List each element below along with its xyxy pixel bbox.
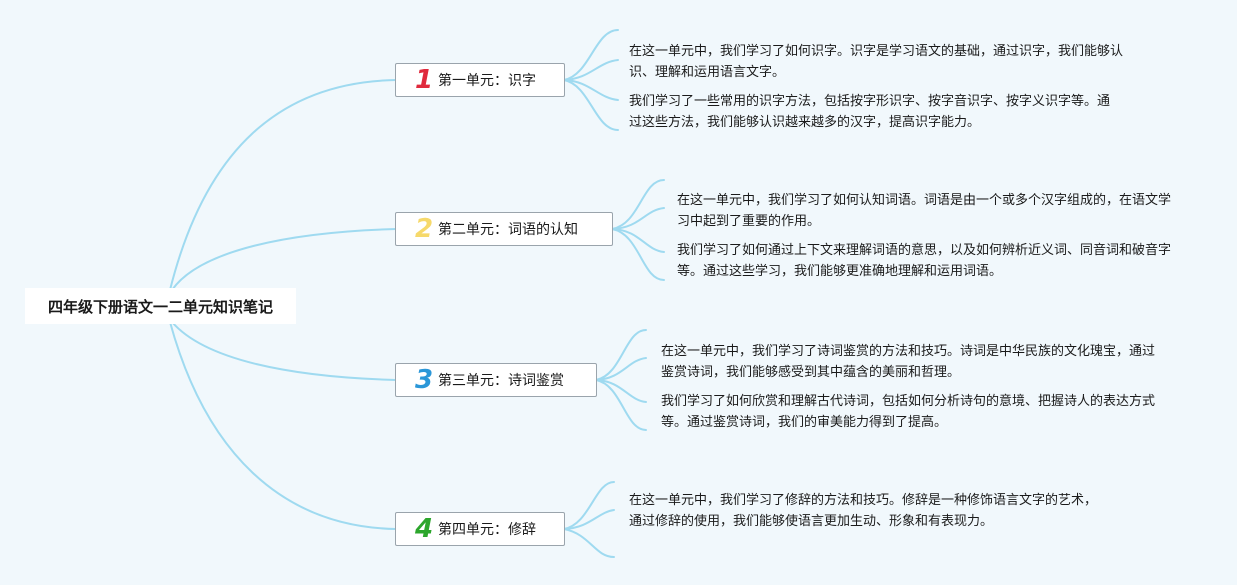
unit-4-node[interactable]: 4 第四单元：修辞 (395, 512, 565, 546)
link-root-unit2 (171, 228, 397, 291)
unit-3-note-1: 在这一单元中，我们学习了诗词鉴赏的方法和技巧。诗词是中华民族的文化瑰宝，通过鉴赏… (661, 344, 1156, 380)
unit-4-note-1: 在这一单元中，我们学习了修辞的方法和技巧。修辞是一种修饰语言文字的艺术，通过修辞… (629, 493, 1098, 529)
unit-1-note-2: 我们学习了一些常用的识字方法，包括按字形识字、按字音识字、按字义识字等。通过这些… (629, 94, 1111, 130)
link-unit4-note3 (563, 528, 615, 558)
link-unit2-note4 (611, 228, 665, 281)
unit-1-note-1: 在这一单元中，我们学习了如何识字。识字是学习语文的基础，通过识字，我们能够认识、… (629, 44, 1124, 80)
unit-2-label: 第二单元：词语的认知 (438, 222, 578, 238)
unit-1-node[interactable]: 1 第一单元：识字 (395, 63, 565, 97)
unit-3-node[interactable]: 3 第三单元：诗词鉴赏 (395, 363, 597, 397)
link-unit1-note4 (563, 79, 619, 131)
link-unit1-note2 (563, 59, 619, 81)
link-root-unit1 (169, 79, 397, 291)
unit-2-note-1: 在这一单元中，我们学习了如何认知词语。词语是由一个或多个汉字组成的，在语文学习中… (677, 193, 1172, 229)
link-unit3-note1 (595, 329, 647, 381)
unit-2-number-icon: 2 (414, 214, 434, 244)
unit-4-number-icon: 4 (414, 514, 434, 544)
root-topic[interactable]: 四年级下册语文一二单元知识笔记 (25, 288, 296, 324)
link-unit4-note1 (563, 481, 615, 530)
link-unit2-note3 (611, 228, 665, 253)
root-title: 四年级下册语文一二单元知识笔记 (47, 297, 273, 316)
unit-2-note-2: 我们学习了如何通过上下文来理解词语的意思，以及如何辨析近义词、同音词和破音字等。… (677, 243, 1172, 279)
unit-2-node[interactable]: 2 第二单元：词语的认知 (395, 212, 613, 246)
unit-1-label: 第一单元：识字 (438, 73, 536, 89)
unit-1-number-icon: 1 (414, 65, 434, 95)
unit-3-label: 第三单元：诗词鉴赏 (438, 373, 564, 389)
link-unit2-note1 (611, 179, 665, 230)
link-unit2-note2 (611, 207, 665, 230)
unit-3-note-2: 我们学习了如何欣赏和理解古代诗词，包括如何分析诗句的意境、把握诗人的表达方式等。… (661, 394, 1156, 430)
link-unit3-note2 (595, 357, 647, 381)
link-unit4-note2 (563, 509, 615, 530)
link-unit1-note1 (563, 29, 619, 81)
link-unit1-note3 (563, 79, 619, 101)
link-unit3-note4 (595, 379, 647, 431)
link-root-unit4 (169, 321, 397, 530)
link-root-unit3 (171, 321, 397, 381)
link-unit3-note3 (595, 379, 647, 403)
unit-3-number-icon: 3 (414, 365, 434, 395)
unit-4-label: 第四单元：修辞 (438, 522, 536, 538)
